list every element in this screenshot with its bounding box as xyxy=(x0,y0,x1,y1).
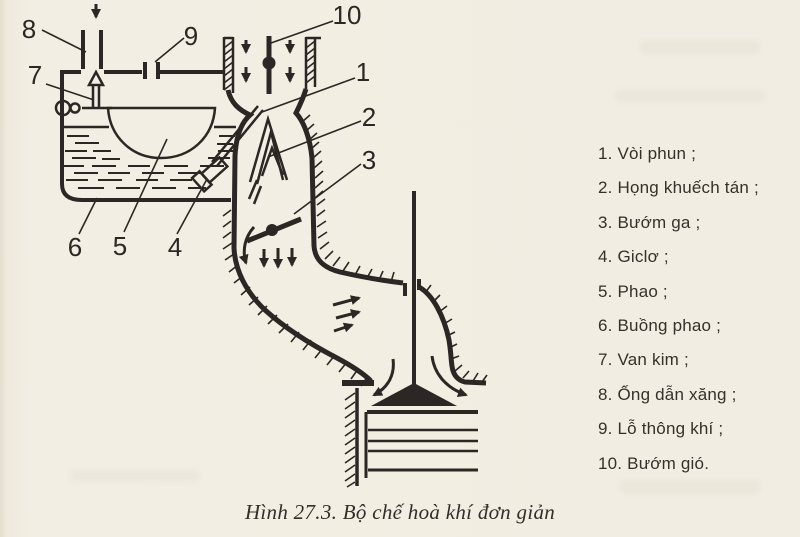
callout-2: 2 xyxy=(362,102,376,132)
float-pivot xyxy=(54,99,112,117)
legend-item-6: 6. Buồng phao ; xyxy=(598,315,722,335)
scan-artifact xyxy=(615,90,765,102)
scan-artifact xyxy=(620,480,760,494)
parts-legend: 1. Vòi phun ; 2. Họng khuếch tán ; 3. Bư… xyxy=(598,137,798,481)
venturi-spray-cone xyxy=(247,114,289,205)
callout-10: 10 xyxy=(333,0,362,30)
callout-numbers: 8 9 10 7 1 2 3 6 5 4 xyxy=(22,0,376,262)
legend-item-4: 4. Giclơ ; xyxy=(598,247,669,267)
intake-valve xyxy=(371,191,457,406)
callout-5: 5 xyxy=(113,231,127,261)
choke-valve xyxy=(262,36,276,94)
scan-artifact xyxy=(70,470,200,482)
jet-giclo xyxy=(190,155,230,194)
callout-9: 9 xyxy=(184,21,198,51)
legend-item-7: 7. Van kim ; xyxy=(598,350,689,370)
callout-1: 1 xyxy=(356,57,370,87)
air-vent xyxy=(143,62,160,79)
fuel-surface-dashes xyxy=(64,135,235,189)
fuel-pipe xyxy=(81,30,103,69)
float xyxy=(106,106,217,160)
callout-8: 8 xyxy=(22,14,36,44)
air-horn-right-wall xyxy=(304,36,321,89)
valve-port-right-wall xyxy=(417,284,487,386)
callout-4: 4 xyxy=(168,232,182,262)
air-horn-left-wall xyxy=(222,36,235,93)
section-hatching xyxy=(222,114,488,488)
legend-item-8: 8. Ống dẫn xăng ; xyxy=(598,384,737,404)
callout-leader-lines xyxy=(41,20,362,235)
legend-item-2: 2. Họng khuếch tán ; xyxy=(598,178,759,198)
legend-item-1: 1. Vòi phun ; xyxy=(598,144,697,163)
scan-artifact xyxy=(640,40,760,54)
chamber-wall xyxy=(60,70,231,202)
barrel-right-wall xyxy=(293,88,404,286)
callout-3: 3 xyxy=(362,145,376,175)
callout-6: 6 xyxy=(68,232,82,262)
carburetor-diagram: 8 9 10 7 1 2 3 6 5 4 xyxy=(22,0,488,488)
legend-item-10: 10. Bướm gió. xyxy=(598,453,710,473)
airflow-arrows xyxy=(238,40,468,397)
float-chamber xyxy=(54,4,236,202)
spray-nozzle-tube xyxy=(211,105,264,167)
legend-item-9: 9. Lỗ thông khí ; xyxy=(598,419,724,439)
throttle-valve xyxy=(246,216,302,244)
figure-caption: Hình 27.3. Bộ chế hoà khí đơn giản xyxy=(244,500,556,524)
legend-item-3: 3. Bướm ga ; xyxy=(598,212,701,232)
needle-valve xyxy=(86,69,106,108)
callout-7: 7 xyxy=(28,60,42,90)
legend-item-5: 5. Phao ; xyxy=(598,281,668,301)
piston xyxy=(364,410,478,478)
